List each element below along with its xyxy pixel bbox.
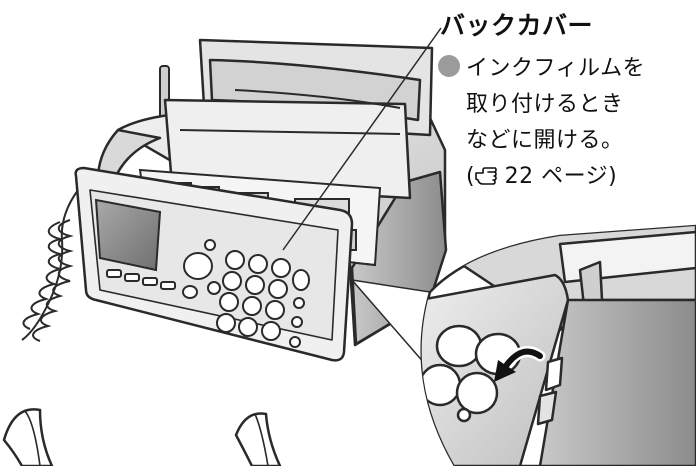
lcd-screen: [94, 198, 162, 272]
callout-line-1: インクフィルムを: [466, 56, 646, 81]
back-cover-flaps: [163, 38, 434, 200]
zoom-detail: [420, 224, 696, 466]
nav-button: [183, 252, 213, 280]
handset-rests: [2, 408, 282, 466]
ref-open-paren: (: [466, 164, 476, 189]
callout-line-2: 取り付けるとき: [466, 92, 624, 117]
pointing-hand-icon: [475, 167, 497, 185]
callout-title: バックカバー: [440, 11, 594, 40]
handset-cord: [21, 189, 79, 342]
callout-line-3: などに開ける。: [466, 128, 624, 153]
keypad: [106, 239, 310, 348]
gray-circle-bullet-icon: [438, 55, 460, 77]
zoom-curved-arrow-icon: [494, 346, 546, 382]
ref-page-text: 22 ページ): [497, 164, 618, 189]
callout-leader-line: [282, 27, 442, 251]
page-reference: ( 22 ページ): [466, 158, 617, 190]
